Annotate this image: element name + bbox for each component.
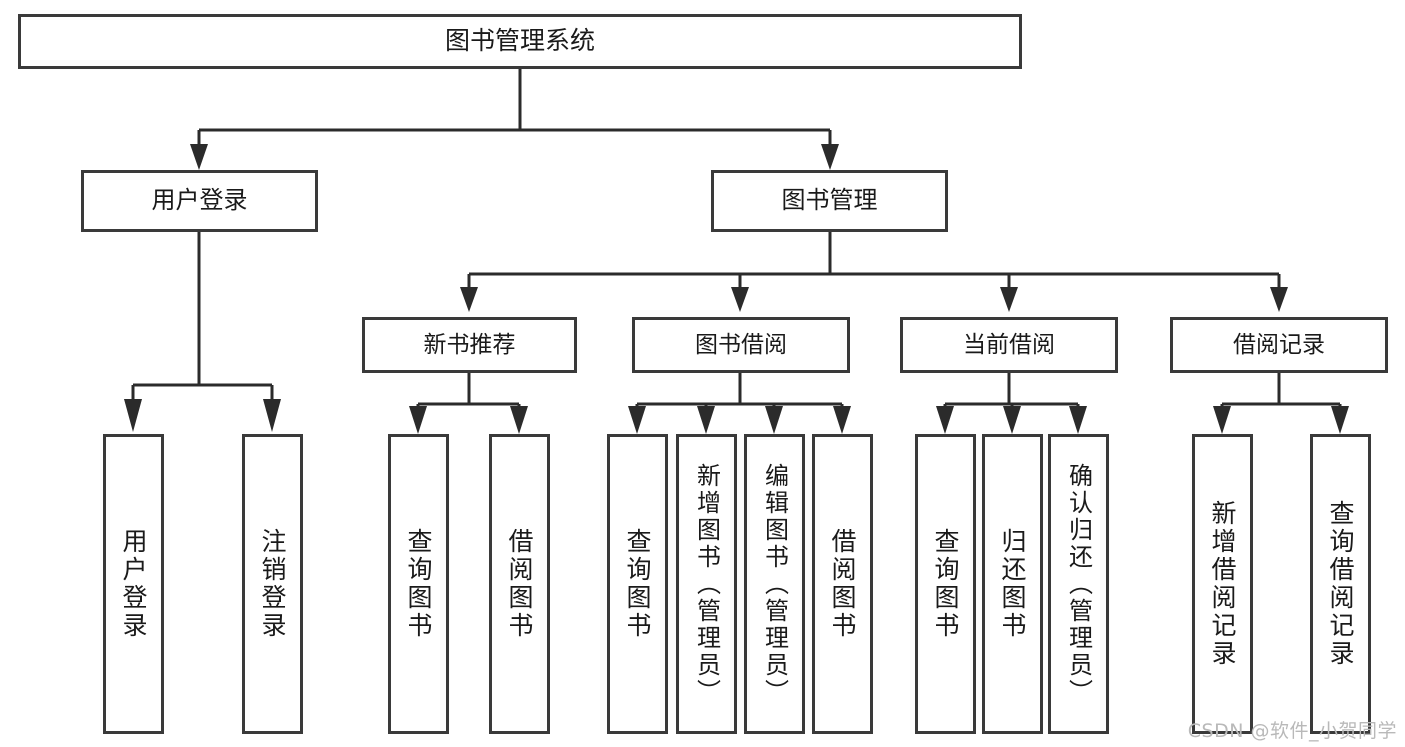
arrowhead-book-borrow-leaf-4 [833, 406, 851, 434]
leaf-current-borrow-2[interactable]: 归还图书 [982, 434, 1043, 734]
leaf-borrow-record-2-label: 查询借阅记录 [1326, 500, 1355, 668]
node-current-borrow-label: 当前借阅 [963, 331, 1055, 358]
leaf-book-borrow-3-label: 编辑图书（管理员） [760, 462, 789, 706]
arrowhead-current-borrow [1000, 287, 1018, 312]
leaf-user-login-1[interactable]: 用户登录 [103, 434, 164, 734]
node-book-manage-label: 图书管理 [781, 186, 878, 215]
csdn-watermark: CSDN @软件_小贺同学 [1187, 720, 1397, 742]
leaf-borrow-record-1-label: 新增借阅记录 [1208, 500, 1237, 668]
arrowhead-user-login [190, 144, 208, 170]
leaf-borrow-record-1[interactable]: 新增借阅记录 [1192, 434, 1253, 734]
leaf-book-borrow-2[interactable]: 新增图书（管理员） [676, 434, 737, 734]
arrowhead-new-book-leaf-1 [409, 406, 427, 434]
leaf-book-borrow-4[interactable]: 借阅图书 [812, 434, 873, 734]
leaf-borrow-record-2[interactable]: 查询借阅记录 [1310, 434, 1371, 734]
leaf-book-borrow-3[interactable]: 编辑图书（管理员） [744, 434, 805, 734]
arrowhead-current-borrow-leaf-3 [1069, 406, 1087, 434]
arrowhead-new-book [460, 287, 478, 312]
leaf-user-login-2-label: 注销登录 [258, 528, 287, 640]
leaf-book-borrow-1-label: 查询图书 [623, 528, 652, 640]
arrowhead-new-book-leaf-2 [510, 406, 528, 434]
node-book-manage[interactable]: 图书管理 [711, 170, 948, 232]
arrowhead-user-login-leaf-1 [124, 399, 142, 432]
node-current-borrow[interactable]: 当前借阅 [900, 317, 1118, 373]
arrowhead-borrow-record [1270, 287, 1288, 312]
arrowhead-book-borrow [731, 287, 749, 312]
leaf-book-borrow-2-label: 新增图书（管理员） [692, 462, 721, 706]
arrowhead-book-borrow-leaf-3 [765, 406, 783, 434]
node-book-borrow[interactable]: 图书借阅 [632, 317, 850, 373]
leaf-current-borrow-3-label: 确认归还（管理员） [1064, 462, 1093, 706]
arrowhead-borrow-record-leaf-2 [1331, 406, 1349, 434]
leaf-user-login-2[interactable]: 注销登录 [242, 434, 303, 734]
node-root-label: 图书管理系统 [444, 26, 595, 56]
leaf-current-borrow-1[interactable]: 查询图书 [915, 434, 976, 734]
arrowhead-current-borrow-leaf-2 [1003, 406, 1021, 434]
node-root[interactable]: 图书管理系统 [18, 14, 1022, 69]
arrowhead-book-borrow-leaf-2 [697, 406, 715, 434]
leaf-new-book-2[interactable]: 借阅图书 [489, 434, 550, 734]
leaf-new-book-1-label: 查询图书 [404, 528, 433, 640]
leaf-new-book-1[interactable]: 查询图书 [388, 434, 449, 734]
node-user-login[interactable]: 用户登录 [81, 170, 318, 232]
leaf-book-borrow-4-label: 借阅图书 [828, 528, 857, 640]
leaf-current-borrow-1-label: 查询图书 [931, 528, 960, 640]
arrowhead-user-login-leaf-2 [263, 399, 281, 432]
leaf-user-login-1-label: 用户登录 [119, 528, 148, 640]
node-borrow-record[interactable]: 借阅记录 [1170, 317, 1388, 373]
leaf-current-borrow-3[interactable]: 确认归还（管理员） [1048, 434, 1109, 734]
arrowhead-book-manage [821, 144, 839, 170]
node-new-book-recommend-label: 新书推荐 [423, 331, 516, 358]
leaf-current-borrow-2-label: 归还图书 [998, 528, 1027, 640]
leaf-new-book-2-label: 借阅图书 [505, 528, 534, 640]
arrowhead-current-borrow-leaf-1 [936, 406, 954, 434]
leaf-book-borrow-1[interactable]: 查询图书 [607, 434, 668, 734]
arrowhead-book-borrow-leaf-1 [628, 406, 646, 434]
node-borrow-record-label: 借阅记录 [1233, 331, 1325, 358]
node-new-book-recommend[interactable]: 新书推荐 [362, 317, 577, 373]
arrowhead-borrow-record-leaf-1 [1213, 406, 1231, 434]
node-book-borrow-label: 图书借阅 [695, 331, 787, 358]
node-user-login-label: 用户登录 [151, 186, 248, 215]
